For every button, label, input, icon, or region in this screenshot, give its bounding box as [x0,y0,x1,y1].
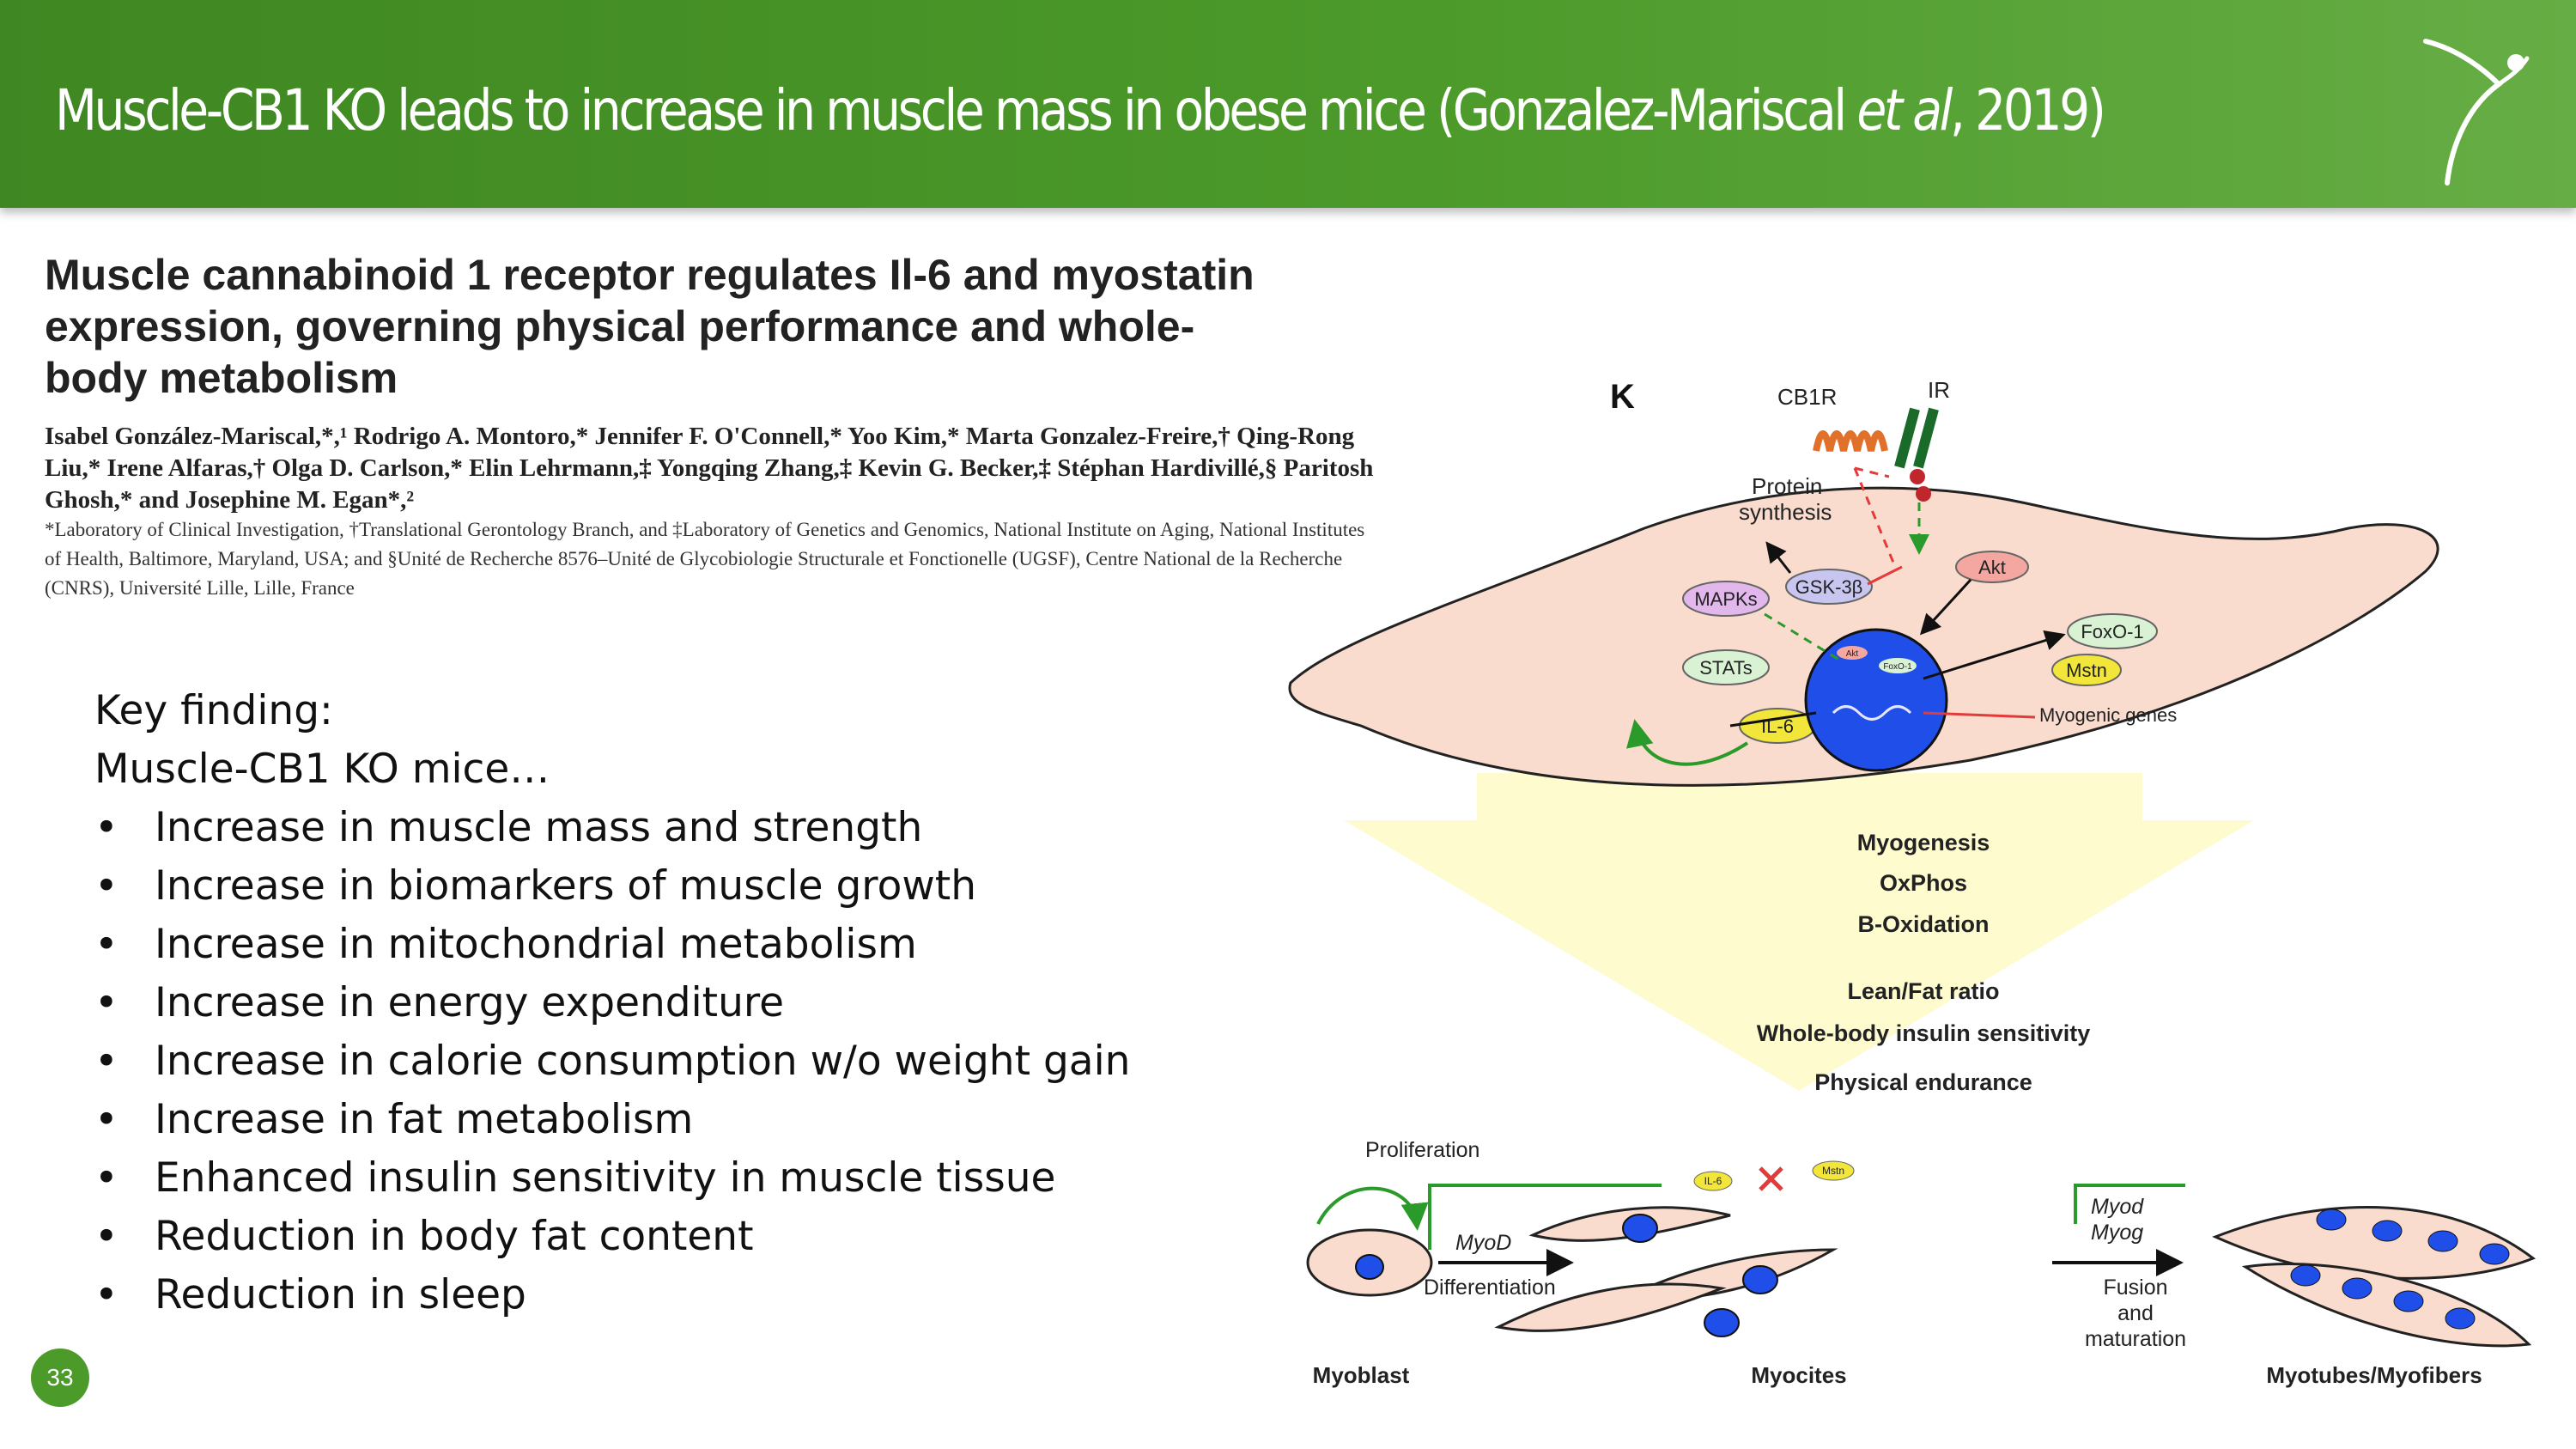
finding-item: Increase in energy expenditure [94,974,1130,1032]
logo-icon [2423,39,2530,186]
outcome-oxphos: OxPhos [1880,870,1967,896]
myocites-label: Myocites [1751,1362,1846,1388]
small-il6-label: IL-6 [1704,1175,1722,1187]
myod2-label: Myod [2091,1195,2144,1219]
cb1r-label: CB1R [1777,384,1837,410]
panel-label: K [1610,378,1635,416]
pathway-figure: K CB1R IR Protein synthesis MAPKs GSK-3β… [1288,377,2537,1388]
myog-label: Myog [2091,1221,2143,1245]
proliferation-label: Proliferation [1365,1138,1479,1162]
outcome-boxidation: Β-Oxidation [1858,911,1990,937]
protein-synthesis-label: Protein [1752,473,1822,499]
dna-icon [1832,705,1912,721]
myod-label: MyoD [1455,1231,1511,1255]
outcome-lean-fat: Lean/Fat ratio [1847,978,1999,1004]
finding-item: Reduction in sleep [94,1266,1130,1324]
finding-item: Increase in calorie consumption w/o weig… [94,1032,1130,1091]
paper-title: Muscle cannabinoid 1 receptor regulates … [45,251,1255,402]
nucleus-foxo-label: FoxO-1 [1883,662,1912,672]
key-finding-heading: Key finding: [94,687,333,734]
mstn-label: Mstn [2066,660,2107,681]
block-icon [1759,1166,1783,1191]
myoblast-label: Myoblast [1313,1362,1410,1388]
finding-item: Increase in biomarkers of muscle growth [94,857,1130,916]
finding-item: Increase in muscle mass and strength [94,799,1130,857]
slide-title: Muscle-CB1 KO leads to increase in muscl… [55,77,2106,143]
outcome-arrow [1344,773,2254,1091]
paper-affiliations: *Laboratory of Clinical Investigation, †… [45,519,1365,599]
fusion-and-label: and [2117,1301,2154,1325]
title-bar: Muscle-CB1 KO leads to increase in muscl… [0,0,2576,208]
gsk3b-label: GSK-3β [1795,576,1863,598]
finding-item: Reduction in body fat content [94,1208,1130,1266]
finding-item: Enhanced insulin sensitivity in muscle t… [94,1149,1130,1208]
page-number: 33 [31,1349,89,1407]
mapks-node [1682,581,1770,617]
myotubes-label: Myotubes/Myofibers [2266,1362,2482,1388]
ir-icon [1894,407,1920,469]
gsk3b-node [1785,569,1873,605]
finding-list: Increase in muscle mass and strength Inc… [94,799,1130,1324]
mstn-node [2051,654,2122,686]
protein-synthesis-label-2: synthesis [1739,499,1832,525]
small-mstn-label: Mstn [1822,1165,1844,1177]
foxo1-node [2067,613,2158,649]
ir-label: IR [1928,377,1950,403]
nucleus [1804,628,1948,772]
finding-item: Increase in fat metabolism [94,1091,1130,1149]
stats-label: STATs [1699,657,1753,679]
key-findings: Key finding: Muscle-CB1 KO mice… Increas… [94,682,1130,1324]
fusion-maturation-label: maturation [2085,1327,2186,1351]
akt-label: Akt [1978,557,2006,578]
key-finding-subheading: Muscle-CB1 KO mice… [94,746,550,793]
paper-authors: Isabel González-Mariscal,*,¹ Rodrigo A. … [45,423,1374,514]
finding-item: Increase in mitochondrial metabolism [94,916,1130,974]
fusion-label: Fusion [2103,1275,2167,1300]
differentiation-label: Differentiation [1424,1275,1556,1300]
cb1r-icon [1813,430,1888,452]
outcome-insulin: Whole-body insulin sensitivity [1757,1020,2091,1046]
outcome-myogenesis: Myogenesis [1857,830,1990,855]
nucleus-akt-label: Akt [1846,649,1859,659]
outcome-endurance: Physical endurance [1814,1069,2032,1095]
akt-node [1955,551,2029,583]
stats-node [1682,649,1770,685]
myogenic-genes-label: Myogenic genes [2039,704,2177,726]
foxo1-label: FoxO-1 [2081,621,2143,642]
mapks-label: MAPKs [1694,588,1757,610]
